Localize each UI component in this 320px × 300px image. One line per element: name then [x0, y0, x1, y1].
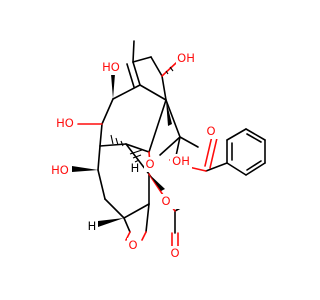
hydrogen-label-c5: H	[88, 219, 97, 233]
oxetane-oxygen-label: O	[128, 238, 137, 252]
acetate-carbonyl-oxygen-label: O	[170, 246, 179, 260]
hydroxyl-label-c7: HO	[51, 163, 69, 177]
stereo-wedges	[72, 66, 174, 227]
atom-labels: HO OH HO HO OH O O O O O H H	[50, 51, 218, 261]
hydrogen-label-c3: H	[131, 161, 140, 175]
benzoyl-carbonyl-oxygen-label: O	[206, 124, 215, 138]
structure-diagram: HO OH HO HO OH O O O O O H H	[50, 40, 266, 261]
hydroxyl-label-c9: HO	[56, 116, 74, 130]
hydroxyl-label-c10: HO	[102, 60, 120, 74]
acetate-oxygen-label: O	[161, 194, 170, 208]
hydroxyl-label-c1: OH	[172, 154, 190, 168]
carbon-bonds	[97, 40, 266, 234]
molecule-svg: HO OH HO HO OH O O O O O H H	[50, 40, 266, 261]
ester-oxygen-label: O	[145, 157, 154, 171]
hydroxyl-label-c13: OH	[177, 51, 195, 65]
